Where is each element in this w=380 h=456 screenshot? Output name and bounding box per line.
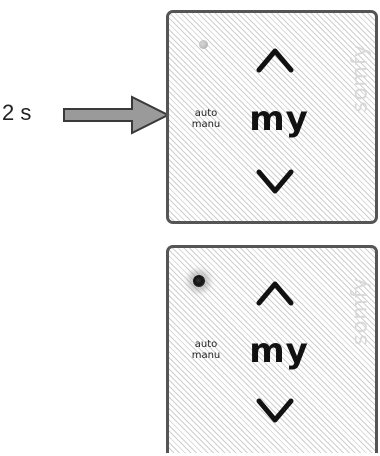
my-button[interactable]: my <box>249 331 309 371</box>
press-duration-label: 2 s <box>2 100 32 125</box>
auto-label: auto <box>194 108 218 119</box>
down-button[interactable] <box>255 169 295 197</box>
manu-label: manu <box>191 119 221 130</box>
indicator-light-off <box>199 40 208 49</box>
press-arrow-icon <box>63 95 171 135</box>
auto-manu-switch-label: auto manu <box>189 339 223 361</box>
my-button[interactable]: my <box>249 99 309 139</box>
remote-control-before: auto manu my somfy <box>166 10 378 224</box>
brand-logo: somfy <box>347 276 372 346</box>
indicator-light-on <box>193 275 205 287</box>
remote-control-after: auto manu my somfy <box>166 245 378 453</box>
down-button[interactable] <box>255 398 295 426</box>
auto-label: auto <box>194 339 218 350</box>
brand-logo: somfy <box>347 43 372 113</box>
manu-label: manu <box>191 350 221 361</box>
up-button[interactable] <box>255 45 295 73</box>
up-button[interactable] <box>255 278 295 306</box>
auto-manu-switch-label: auto manu <box>189 108 223 130</box>
